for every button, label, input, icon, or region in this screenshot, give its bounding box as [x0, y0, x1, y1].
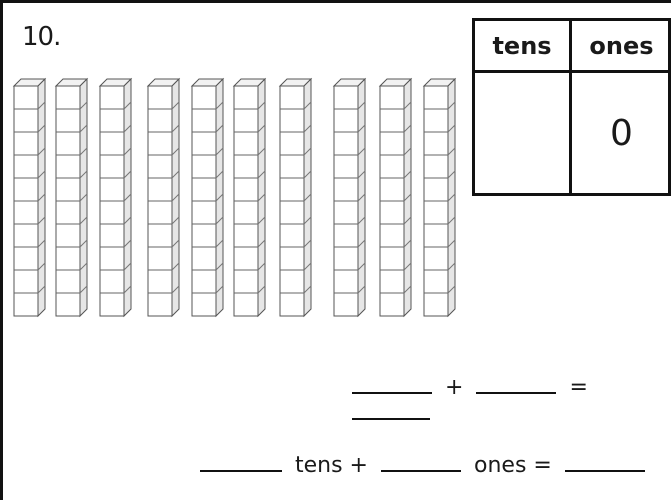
ten-rod — [12, 77, 47, 318]
tens-ones-equation: tens + ones = — [200, 452, 645, 478]
ten-rod — [98, 77, 133, 318]
base-ten-blocks — [12, 77, 457, 318]
ones-header: ones — [572, 21, 671, 73]
answer-blank-sum[interactable] — [352, 400, 430, 420]
worksheet-border-left — [0, 0, 3, 500]
answer-blank-ones-value[interactable] — [476, 374, 557, 394]
ten-rod — [422, 77, 457, 318]
ten-rod — [232, 77, 267, 318]
answer-blank-total[interactable] — [564, 452, 645, 472]
tens-header: tens — [475, 21, 572, 73]
ten-rod — [278, 77, 313, 318]
answer-blank-tens-count[interactable] — [200, 452, 282, 472]
question-number: 10. — [22, 22, 61, 52]
place-value-table: tens ones 0 — [472, 18, 671, 196]
ones-value-cell[interactable]: 0 — [610, 112, 633, 154]
ones-equals-label: ones = — [474, 453, 552, 478]
ten-rod — [378, 77, 413, 318]
ten-rod — [54, 77, 89, 318]
worksheet-border-top — [0, 0, 671, 3]
answer-blank-ones-count[interactable] — [381, 452, 461, 472]
answer-blank-tens-value[interactable] — [352, 374, 432, 394]
ten-rod — [190, 77, 225, 318]
tens-plus-label: tens + — [295, 453, 368, 478]
ten-rod — [146, 77, 181, 318]
addition-equation: + = — [352, 374, 671, 426]
plus-sign: + — [445, 375, 464, 400]
ten-rod — [332, 77, 367, 318]
equals-sign: = — [569, 375, 588, 400]
tens-value-cell[interactable] — [475, 73, 572, 193]
